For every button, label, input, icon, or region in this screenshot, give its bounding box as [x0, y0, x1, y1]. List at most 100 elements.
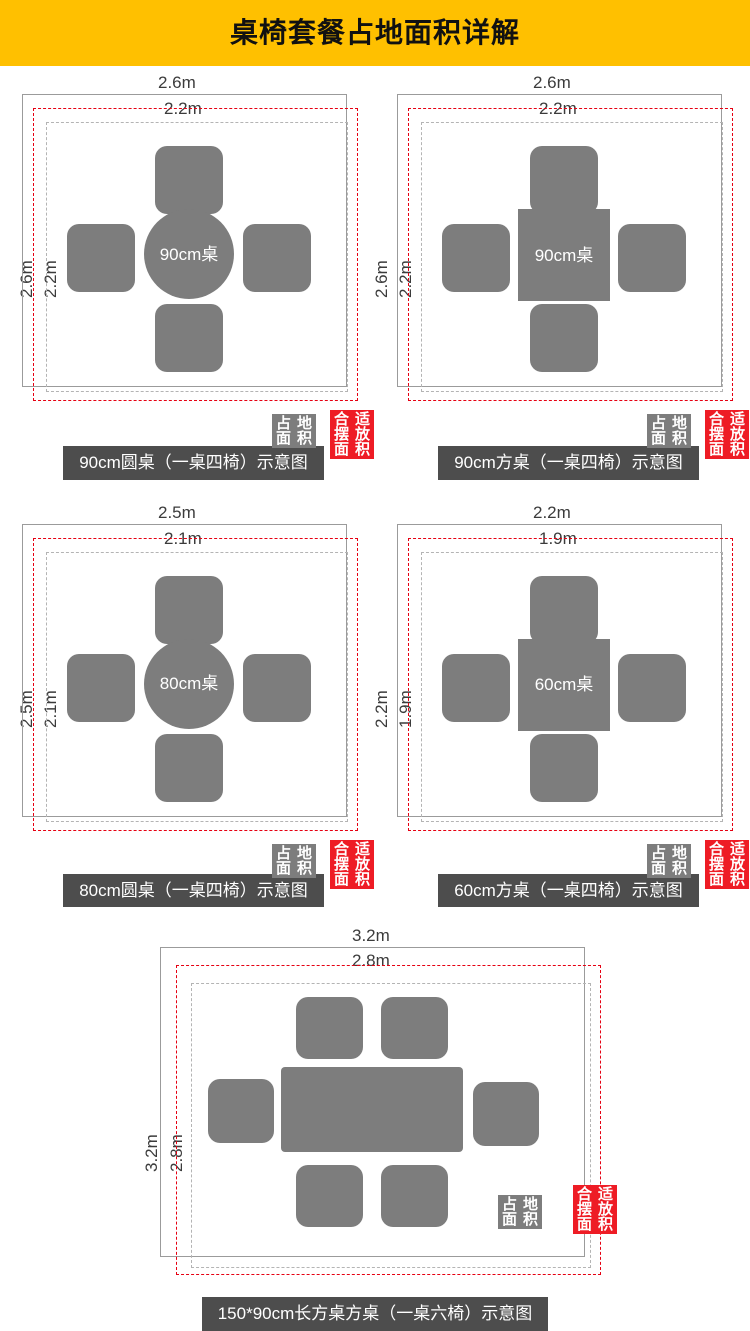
chair-bottom-right-4: [381, 1165, 448, 1228]
table-square-3: 60cm桌: [518, 638, 610, 731]
badge-char: 占: [650, 415, 666, 432]
suitable-area-frame-2: [33, 537, 358, 831]
table-square-1: 90cm桌: [518, 209, 610, 301]
badge-char: 地: [296, 844, 312, 862]
badge-char: 积: [354, 441, 370, 458]
badge-char: 适: [597, 1186, 613, 1204]
suitable-area-frame-3: [408, 537, 733, 831]
suitable-area-frame-4: [176, 965, 601, 1276]
badge-char: 积: [671, 859, 687, 877]
table-label-3: 60cm桌: [534, 675, 594, 695]
badge-char: 占: [501, 1196, 517, 1214]
badge-char: 合: [333, 840, 349, 858]
diagram-cell-square-90: 2.6m 2.2m 2.6m 2.2m 90cm桌 占 地 面: [372, 66, 750, 480]
chair-right-1: [618, 224, 686, 292]
badge-char: 面: [275, 859, 291, 877]
diagram-rect-150x90: 3.2m 2.8m 3.2m 2.8m: [0, 927, 750, 1297]
diagram-row-3: 3.2m 2.8m 3.2m 2.8m: [0, 927, 750, 1331]
badge-char: 摆: [333, 426, 349, 443]
badge-char: 面: [650, 430, 666, 447]
dim-outer-height-4: 3.2m: [142, 1134, 161, 1173]
occupied-area-frame-4: [191, 983, 591, 1269]
chair-bottom-3: [530, 733, 598, 802]
badge-char: 面: [333, 441, 349, 458]
badge-char: 地: [522, 1196, 538, 1214]
occupied-area-frame-0: [46, 122, 348, 392]
chair-bottom-0: [155, 304, 223, 372]
badge-char: 占: [650, 844, 666, 862]
chair-bottom-2: [155, 733, 223, 802]
badge-char: 放: [729, 855, 745, 873]
chair-top-3: [530, 575, 598, 644]
suitable-area-badge-0: 合 适 摆 放 面 积: [330, 410, 374, 459]
diagram-grid: 2.6m 2.2m 2.6m 2.2m 90cm桌 占 地 面: [0, 66, 750, 1331]
chair-bottom-1: [530, 304, 598, 372]
chair-top-right-4: [381, 997, 448, 1060]
table-round-0: 90cm桌: [144, 209, 234, 299]
page-title: 桌椅套餐占地面积详解: [229, 17, 520, 48]
badge-char: 适: [354, 411, 370, 428]
chair-right-4: [473, 1082, 539, 1147]
table-label-1: 90cm桌: [534, 245, 594, 265]
occupied-area-badge-1: 占 地 面 积: [647, 414, 691, 448]
diagram-cell-square-60: 2.2m 1.9m 2.2m 1.9m 60cm桌 占 地 面: [372, 496, 750, 908]
table-label-0: 90cm桌: [159, 244, 219, 264]
outer-dimension-frame-4: [160, 947, 585, 1258]
chair-top-0: [155, 146, 223, 214]
dim-outer-height-1: 2.6m: [372, 260, 391, 298]
caption-wrap-4: 150*90cm长方桌方桌（一桌六椅）示意图: [0, 1297, 750, 1331]
table-round-2: 80cm桌: [144, 638, 234, 729]
diagram-cell-round-90: 2.6m 2.2m 2.6m 2.2m 90cm桌 占 地 面: [0, 66, 375, 480]
badge-char: 放: [354, 426, 370, 443]
chair-top-2: [155, 575, 223, 644]
diagram-round-80: 2.5m 2.1m 2.5m 2.1m 80cm桌 占 地 面: [0, 496, 375, 889]
caption-wrap-3: 60cm方桌（一桌四椅）示意图: [375, 873, 750, 908]
outer-dimension-frame-0: [22, 94, 347, 387]
suitable-area-badge-2: 合 适 摆 放 面 积: [330, 839, 374, 889]
badge-char: 面: [501, 1211, 517, 1229]
chair-left-1: [442, 224, 510, 292]
badge-char: 面: [576, 1216, 592, 1234]
occupied-area-badge-2: 占 地 面 积: [272, 843, 316, 878]
page-header-banner: 桌椅套餐占地面积详解: [0, 0, 750, 66]
badge-char: 合: [708, 411, 724, 428]
diagram-caption-rect-150x90: 150*90cm长方桌方桌（一桌六椅）示意图: [201, 1297, 549, 1331]
suitable-area-badge-3: 合 适 摆 放 面 积: [705, 839, 749, 889]
diagram-cell-round-80: 2.5m 2.1m 2.5m 2.1m 80cm桌 占 地 面: [0, 496, 375, 908]
outer-dimension-frame-1: [397, 94, 722, 387]
chair-top-1: [530, 146, 598, 214]
badge-char: 积: [597, 1216, 613, 1234]
dim-outer-width-1: 2.6m: [533, 73, 571, 92]
caption-wrap-2: 80cm圆桌（一桌四椅）示意图: [0, 873, 381, 908]
badge-char: 面: [275, 430, 291, 447]
badge-char: 摆: [708, 426, 724, 443]
diagram-caption-round-80: 80cm圆桌（一桌四椅）示意图: [63, 873, 324, 908]
dim-outer-width-3: 2.2m: [533, 502, 571, 522]
badge-char: 面: [333, 870, 349, 888]
dim-inner-width-4: 2.8m: [352, 951, 390, 971]
badge-char: 积: [522, 1211, 538, 1229]
badge-char: 摆: [708, 855, 724, 873]
badge-char: 合: [333, 411, 349, 428]
badge-char: 面: [708, 870, 724, 888]
badge-char: 地: [671, 844, 687, 862]
occupied-area-frame-1: [421, 122, 723, 392]
badge-char: 积: [671, 430, 687, 447]
dim-outer-width-2: 2.5m: [158, 502, 196, 522]
badge-char: 适: [354, 840, 370, 858]
caption-wrap-1: 90cm方桌（一桌四椅）示意图: [375, 446, 750, 480]
badge-char: 占: [275, 415, 291, 432]
outer-dimension-frame-2: [22, 523, 347, 817]
diagram-round-90: 2.6m 2.2m 2.6m 2.2m 90cm桌 占 地 面: [0, 66, 375, 459]
chair-left-2: [67, 653, 135, 722]
suitable-area-badge-1: 合 适 摆 放 面 积: [705, 410, 749, 459]
badge-char: 放: [354, 855, 370, 873]
occupied-area-badge-4: 占 地 面 积: [498, 1195, 542, 1230]
suitable-area-frame-1: [408, 108, 733, 401]
badge-char: 积: [296, 430, 312, 447]
chair-left-3: [442, 653, 510, 722]
suitable-area-frame-0: [33, 108, 358, 401]
chair-left-0: [67, 224, 135, 292]
badge-char: 放: [729, 426, 745, 443]
occupied-area-frame-3: [421, 551, 723, 822]
